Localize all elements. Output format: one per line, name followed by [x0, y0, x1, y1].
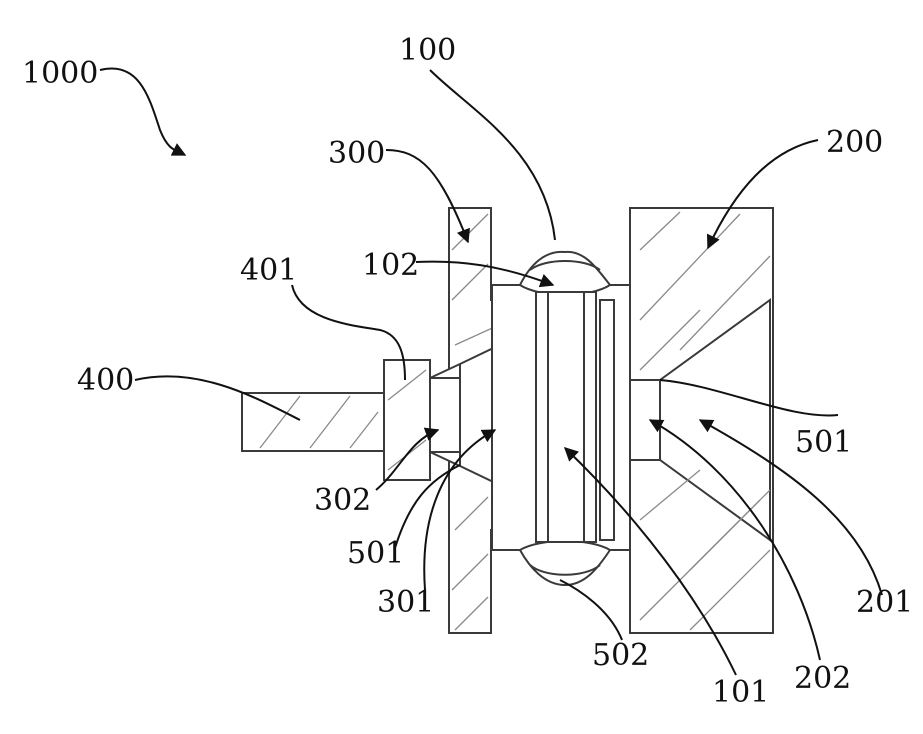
label-501-right: 501 — [795, 425, 852, 460]
component-100 — [492, 252, 630, 585]
label-300: 300 — [328, 136, 385, 171]
leader-1000 — [100, 68, 185, 155]
label-200: 200 — [826, 125, 883, 160]
label-101: 101 — [712, 675, 769, 710]
label-102: 102 — [362, 248, 419, 283]
label-1000: 1000 — [22, 56, 98, 91]
label-100: 100 — [399, 33, 456, 68]
label-501-left: 501 — [347, 536, 404, 571]
label-202: 202 — [794, 661, 851, 696]
label-301: 301 — [377, 585, 434, 620]
label-401: 401 — [240, 253, 297, 288]
leader-502 — [560, 580, 622, 640]
label-400: 400 — [77, 363, 134, 398]
label-502: 502 — [592, 638, 649, 673]
label-201: 201 — [856, 585, 913, 620]
label-302: 302 — [314, 483, 371, 518]
